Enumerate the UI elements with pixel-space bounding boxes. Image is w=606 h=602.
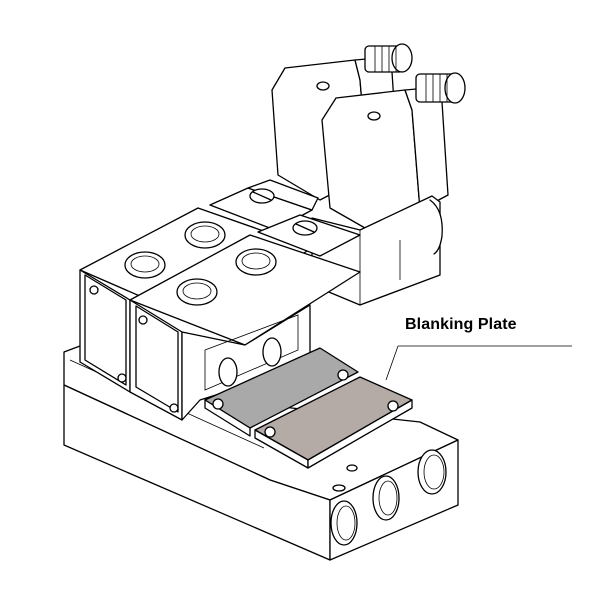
blanking-plate-left (204, 347, 359, 437)
solenoid-coil-front (321, 72, 466, 233)
callout-leader (385, 345, 572, 381)
knurled-connector-nut (415, 72, 466, 104)
port-holes (330, 449, 447, 546)
valve-body-front (129, 188, 361, 421)
knurled-connector-nut (364, 43, 413, 73)
blanking-plate-right (254, 376, 413, 469)
manual-override-knob (292, 220, 318, 236)
callout-label: Blanking Plate (405, 316, 517, 333)
manual-override-knob (249, 188, 275, 204)
